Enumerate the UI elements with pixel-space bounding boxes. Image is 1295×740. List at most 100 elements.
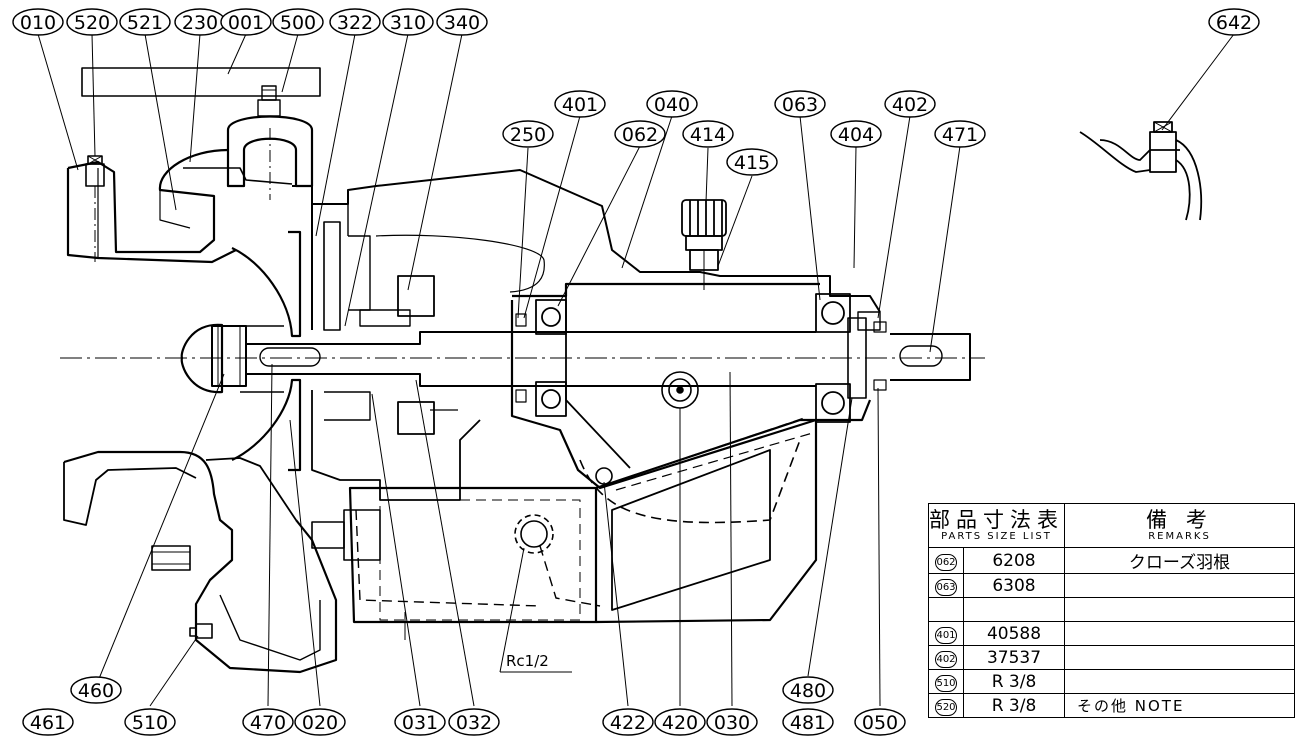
balloon-label: 030 bbox=[714, 712, 750, 734]
balloon-label: 001 bbox=[228, 12, 264, 34]
balloon-040: 040 bbox=[646, 90, 698, 118]
balloon-030: 030 bbox=[706, 708, 758, 736]
balloon-label: 461 bbox=[30, 712, 66, 734]
pump-casing bbox=[63, 148, 338, 674]
balloon-label: 460 bbox=[78, 680, 114, 702]
part-size-cell: 6308 bbox=[963, 573, 1065, 598]
part-size-cell: 6208 bbox=[963, 547, 1065, 574]
part-number-cell bbox=[928, 597, 964, 622]
balloon-label: 230 bbox=[182, 12, 218, 34]
balloon-401: 401 bbox=[554, 90, 606, 118]
remark-cell bbox=[1064, 621, 1295, 646]
balloon-521: 521 bbox=[119, 8, 171, 36]
balloon-422: 422 bbox=[602, 708, 654, 736]
balloon-461: 461 bbox=[22, 708, 74, 736]
balloon-404: 404 bbox=[830, 120, 882, 148]
balloon-label: 420 bbox=[662, 712, 698, 734]
part-number-cell: 520 bbox=[928, 693, 964, 718]
balloon-010: 010 bbox=[12, 8, 64, 36]
discharge-flange bbox=[81, 67, 321, 200]
balloon-label: 521 bbox=[127, 12, 163, 34]
part-number-badge: 063 bbox=[935, 579, 957, 596]
balloon-340: 340 bbox=[436, 8, 488, 36]
balloon-500: 500 bbox=[272, 8, 324, 36]
part-size-cell: R 3/8 bbox=[963, 669, 1065, 694]
balloon-label: 010 bbox=[20, 12, 56, 34]
parts-table-row bbox=[928, 597, 1295, 622]
parts-table-row: 402 37537 bbox=[928, 645, 1295, 670]
balloon-label: 500 bbox=[280, 12, 316, 34]
detail-view-642 bbox=[1079, 121, 1203, 221]
balloon-520: 520 bbox=[66, 8, 118, 36]
balloon-001: 001 bbox=[220, 8, 272, 36]
shaft bbox=[60, 331, 985, 387]
remark-cell bbox=[1064, 669, 1295, 694]
part-number-badge: 510 bbox=[935, 675, 957, 692]
balloon-481: 481 bbox=[782, 708, 834, 736]
balloon-label: 520 bbox=[74, 12, 110, 34]
balloon-label: 062 bbox=[622, 124, 658, 146]
remark-cell: その他 NOTE bbox=[1064, 693, 1295, 718]
balloon-322: 322 bbox=[329, 8, 381, 36]
parts-table-row: 510 R 3/8 bbox=[928, 669, 1295, 694]
balloon-471: 471 bbox=[934, 120, 986, 148]
balloon-480: 480 bbox=[782, 676, 834, 704]
balloon-label: 250 bbox=[510, 124, 546, 146]
balloon-415: 415 bbox=[726, 148, 778, 176]
balloon-label: 642 bbox=[1216, 12, 1252, 34]
balloon-label: 050 bbox=[862, 712, 898, 734]
balloon-062: 062 bbox=[614, 120, 666, 148]
balloon-470: 470 bbox=[242, 708, 294, 736]
part-number-cell: 510 bbox=[928, 669, 964, 694]
remarks-header-cell: 備 考 REMARKS bbox=[1064, 503, 1295, 548]
part-size-cell: R 3/8 bbox=[963, 693, 1065, 718]
casing-cover bbox=[292, 169, 881, 501]
parts-table-header: 部品寸法表 PARTS SIZE LIST 備 考 REMARKS bbox=[928, 503, 1295, 548]
balloon-250: 250 bbox=[502, 120, 554, 148]
impeller bbox=[180, 230, 302, 472]
balloon-label: 481 bbox=[790, 712, 826, 734]
balloon-label: 414 bbox=[690, 124, 726, 146]
balloon-032: 032 bbox=[448, 708, 500, 736]
part-number-badge: 402 bbox=[935, 651, 957, 668]
balloon-label: 402 bbox=[892, 94, 928, 116]
part-size-cell: 40588 bbox=[963, 621, 1065, 646]
drain-and-bolts bbox=[85, 155, 554, 640]
part-number-cell: 063 bbox=[928, 573, 964, 598]
balloon-label: 470 bbox=[250, 712, 286, 734]
balloon-063: 063 bbox=[774, 90, 826, 118]
balloon-label: 020 bbox=[302, 712, 338, 734]
part-number-cell: 062 bbox=[928, 547, 964, 574]
part-size-cell: 37537 bbox=[963, 645, 1065, 670]
balloon-420: 420 bbox=[654, 708, 706, 736]
balloon-020: 020 bbox=[294, 708, 346, 736]
balloon-label: 322 bbox=[337, 12, 373, 34]
balloon-510: 510 bbox=[124, 708, 176, 736]
parts-size-subtitle: PARTS SIZE LIST bbox=[941, 530, 1052, 542]
balloon-label: 480 bbox=[790, 680, 826, 702]
oil-filler-cap bbox=[681, 199, 727, 290]
oil-level-gauge bbox=[595, 371, 699, 485]
parts-size-header-cell: 部品寸法表 PARTS SIZE LIST bbox=[928, 503, 1065, 548]
balloon-460: 460 bbox=[70, 676, 122, 704]
balloon-label: 063 bbox=[782, 94, 818, 116]
part-number-cell: 401 bbox=[928, 621, 964, 646]
ball-bearings bbox=[515, 293, 887, 423]
balloon-label: 401 bbox=[562, 94, 598, 116]
balloon-050: 050 bbox=[854, 708, 906, 736]
balloon-label: 040 bbox=[654, 94, 690, 116]
part-number-badge: 520 bbox=[935, 699, 957, 716]
balloon-642: 642 bbox=[1208, 8, 1260, 36]
balloon-230: 230 bbox=[174, 8, 226, 36]
bearing-frame bbox=[348, 282, 872, 624]
parts-table-row: 063 6308 bbox=[928, 573, 1295, 598]
balloon-label: 510 bbox=[132, 712, 168, 734]
balloon-031: 031 bbox=[394, 708, 446, 736]
balloon-402: 402 bbox=[884, 90, 936, 118]
part-number-badge: 401 bbox=[935, 627, 957, 644]
balloon-label: 031 bbox=[402, 712, 438, 734]
remarks-title: 備 考 bbox=[1146, 507, 1213, 532]
